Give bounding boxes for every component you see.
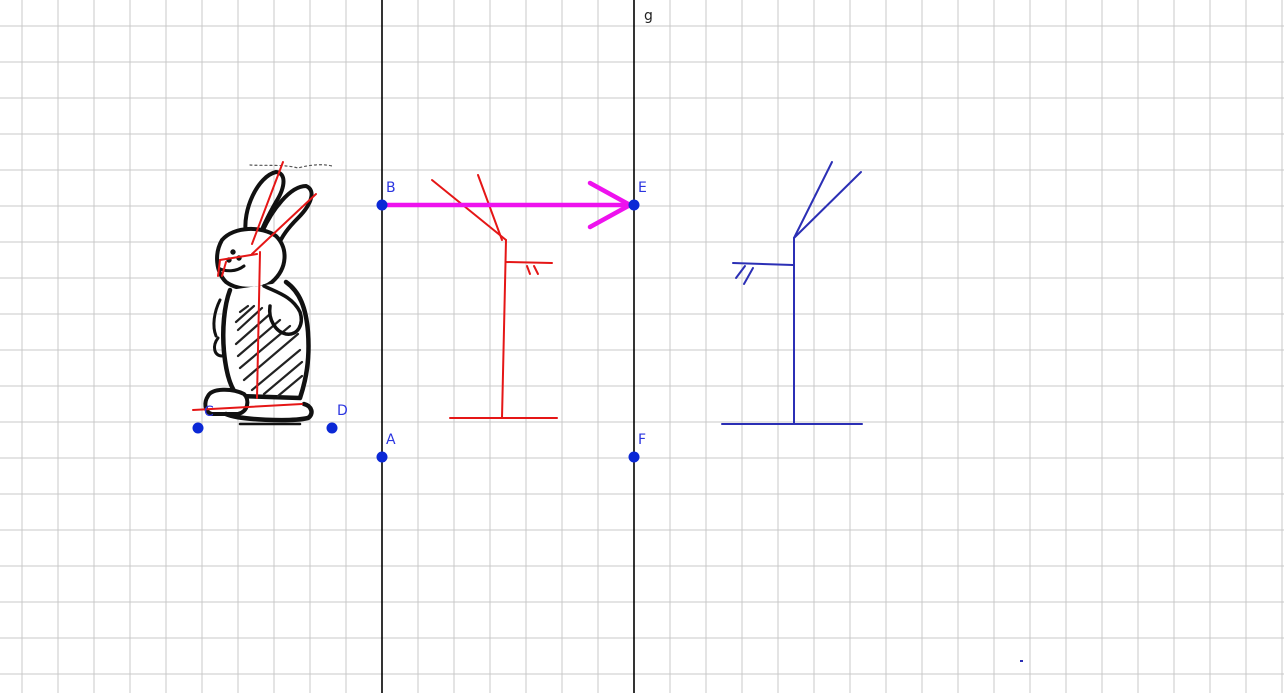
point-C-label: C (204, 404, 214, 420)
translation-vector-B-E[interactable] (379, 180, 637, 230)
blue-tree-figure[interactable] (721, 161, 863, 425)
point-E-label: E (638, 180, 647, 196)
line-g-label: g (644, 8, 653, 24)
red-tree-figure[interactable] (431, 174, 558, 419)
point-F[interactable] (628, 451, 640, 463)
point-F-label: F (638, 432, 646, 448)
point-A[interactable] (376, 451, 388, 463)
point-A-label: A (386, 432, 396, 448)
point-C[interactable] (192, 422, 204, 434)
point-D[interactable] (326, 422, 338, 434)
point-B-label: B (386, 180, 396, 196)
point-E[interactable] (628, 199, 640, 211)
stray-dot (1020, 660, 1023, 662)
point-B[interactable] (376, 199, 388, 211)
rabbit-image[interactable] (192, 161, 333, 426)
point-D-label: D (337, 403, 348, 419)
